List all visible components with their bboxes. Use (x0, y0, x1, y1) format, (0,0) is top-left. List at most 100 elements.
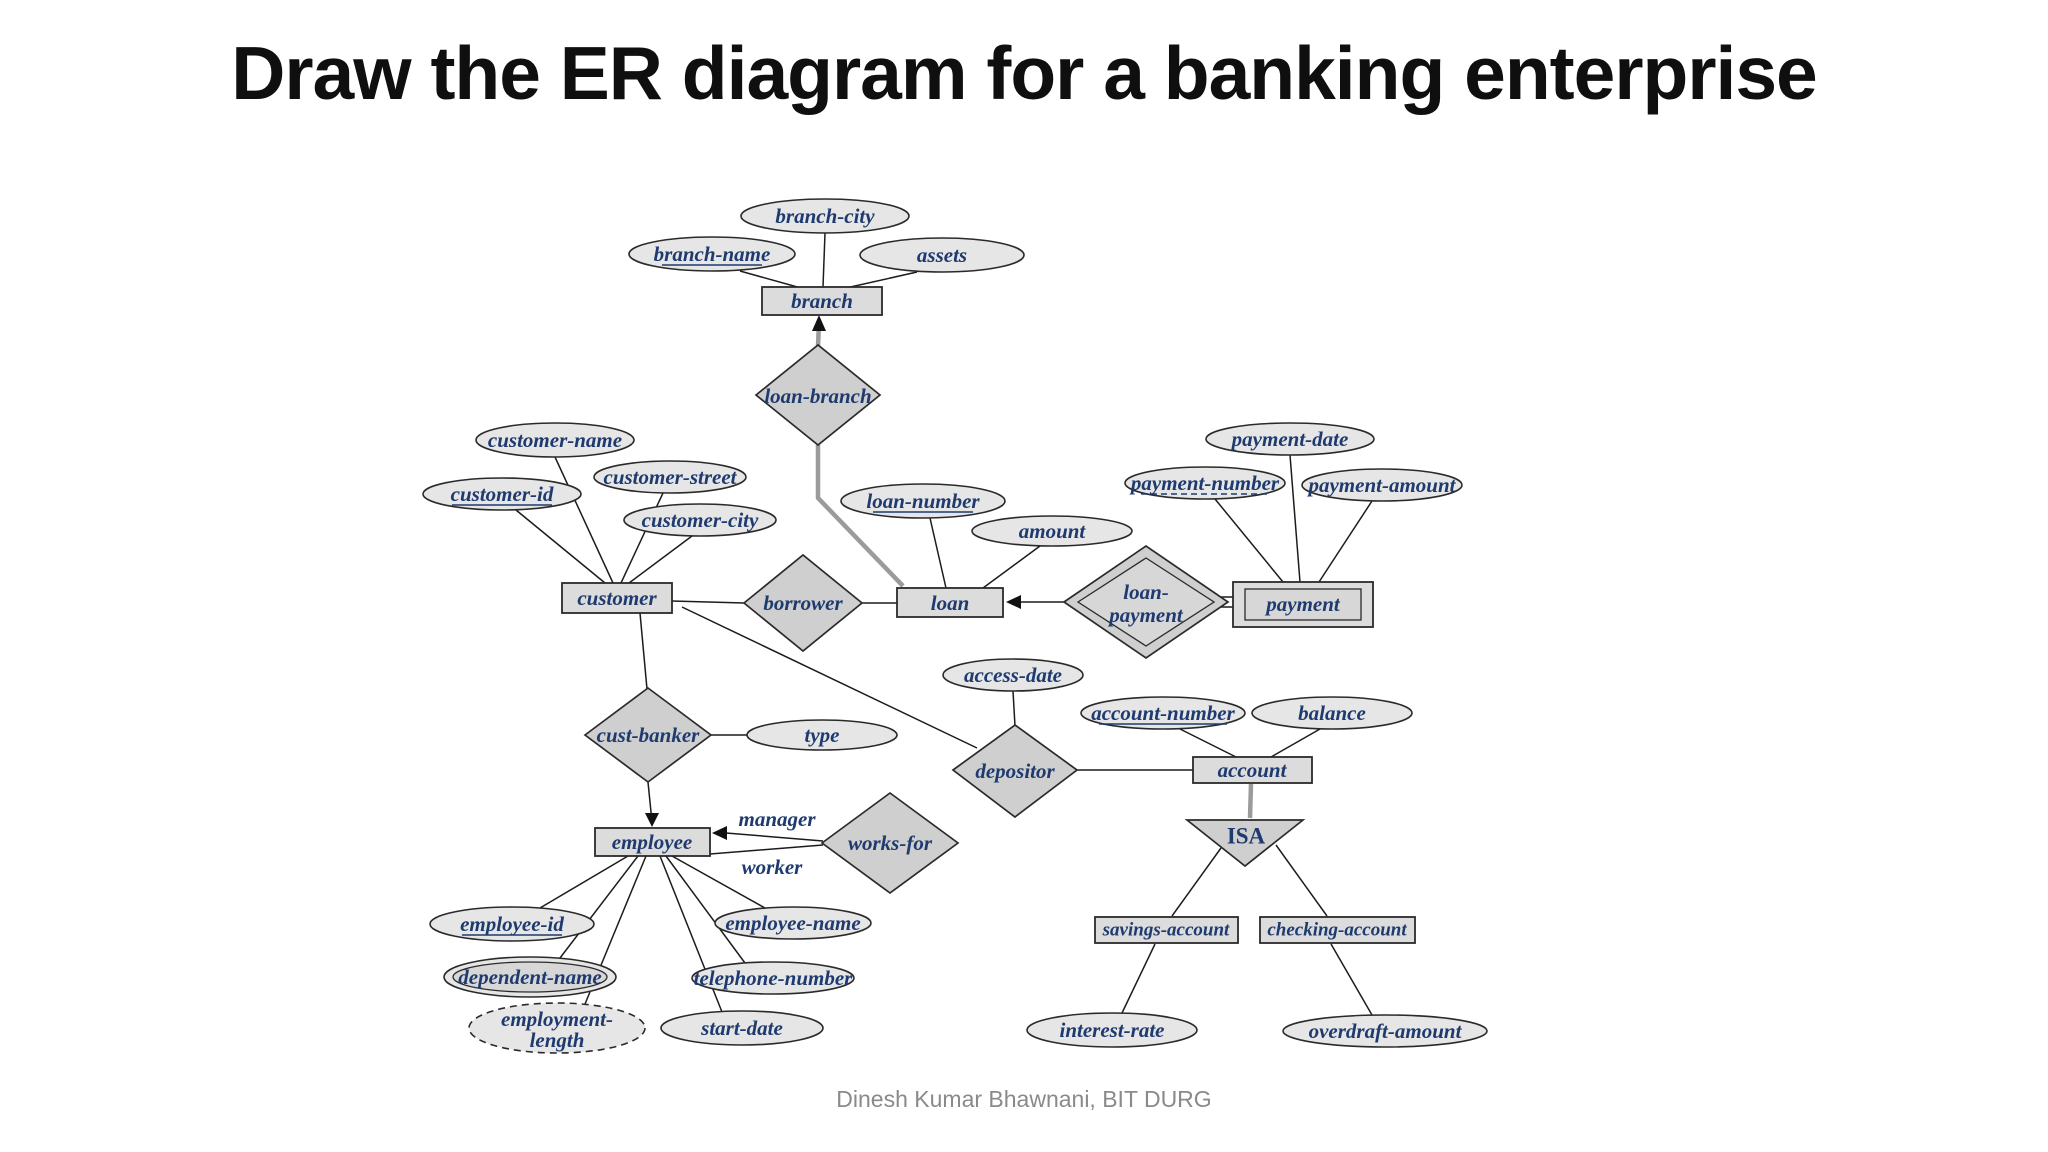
attribute-customer-city-label: customer-city (642, 508, 759, 532)
relationship-borrower-label: borrower (763, 591, 843, 615)
link-dependentname-employee (559, 855, 639, 959)
attribute-start-date (660, 1010, 824, 1046)
attribute-start-date-label: start-date (700, 1016, 783, 1040)
relationship-loan-payment-label-1: loan- (1123, 580, 1169, 604)
attribute-dependent-name-label: dependent-name (458, 965, 601, 989)
link-telephonenumber-employee (665, 855, 746, 964)
entity-customer (561, 582, 673, 614)
attribute-payment-number-label: payment-number (1129, 471, 1280, 495)
attribute-telephone-number-label: telephone-number (694, 966, 853, 990)
entity-loan (896, 587, 1004, 618)
link-accessdate-depositor (1012, 690, 1016, 727)
attribute-branch-city (740, 198, 910, 234)
attribute-balance (1251, 696, 1413, 730)
attribute-customer-street (593, 460, 747, 494)
attribute-balance-label: balance (1298, 701, 1366, 725)
relationship-loan-branch-label: loan-branch (764, 384, 871, 408)
entity-account-label: account (1218, 758, 1288, 782)
link-employeeid-employee (539, 855, 629, 909)
attribute-loan-number (840, 483, 1006, 519)
attribute-payment-date (1205, 422, 1375, 456)
attribute-access-date-label: access-date (964, 663, 1062, 687)
entity-checking-account-label: checking-account (1267, 920, 1407, 941)
relationship-works-for (820, 791, 960, 895)
link-amount-loan (982, 545, 1041, 589)
attribute-employee-name (714, 906, 872, 940)
attribute-account-number (1080, 696, 1246, 730)
relationship-loan-payment-label-2: payment (1107, 603, 1184, 627)
relationship-depositor-label: depositor (975, 759, 1055, 783)
link-account-isa (1247, 783, 1254, 819)
attribute-employee-id-label: employee-id (460, 912, 564, 936)
entity-employee (594, 827, 711, 857)
entity-account (1192, 756, 1313, 784)
attribute-telephone-number (691, 961, 855, 995)
relationship-borrower (742, 553, 864, 653)
link-checking-overdraft (1330, 943, 1373, 1016)
relationship-loan-payment-inner (1076, 557, 1216, 647)
attribute-customer-name-label: customer-name (488, 428, 622, 452)
attribute-branch-name (628, 236, 796, 272)
isa-triangle (1184, 819, 1306, 868)
link-customer-custbanker (639, 612, 648, 690)
link-paymentnumber-payment (1214, 498, 1284, 583)
link-isa-savings (1171, 847, 1222, 917)
attribute-account-number-label: account-number (1091, 701, 1235, 725)
isa-label: ISA (1227, 824, 1266, 849)
attribute-type-label: type (805, 723, 840, 747)
slide-footer: Dinesh Kumar Bhawnani, BIT DURG (836, 1086, 1212, 1112)
link-customername-customer (554, 456, 614, 584)
link-assets-branch (845, 271, 918, 289)
entity-savings-account (1094, 916, 1239, 944)
link-worksfor-worker (709, 844, 824, 855)
link-customercity-customer (628, 535, 693, 584)
link-worksfor-manager (725, 832, 824, 842)
link-isa-checking (1275, 844, 1328, 917)
entity-checking-account (1259, 916, 1416, 944)
arrow-into-employee-manager (712, 826, 727, 840)
relationship-loan-branch (754, 343, 882, 447)
attribute-assets-label: assets (917, 243, 967, 267)
attribute-type (746, 719, 898, 751)
link-accountnumber-account (1179, 728, 1237, 758)
link-customer-borrower (671, 600, 745, 604)
attribute-overdraft-amount (1282, 1014, 1488, 1048)
arrow-into-branch (812, 315, 826, 331)
link-loan-loanbranch (815, 445, 905, 588)
link-customer-depositor (681, 606, 978, 749)
attribute-overdraft-amount-label: overdraft-amount (1309, 1019, 1463, 1043)
attribute-employment-length-label-2: length (530, 1028, 585, 1052)
attribute-employment-length (468, 1002, 646, 1054)
link-customerid-customer (515, 509, 606, 584)
link-paymentamount-payment (1318, 500, 1373, 583)
slide-title: Draw the ER diagram for a banking enterp… (231, 31, 1818, 115)
attribute-interest-rate-label: interest-rate (1060, 1018, 1165, 1042)
attribute-amount (971, 515, 1133, 547)
link-savings-interestrate (1121, 943, 1156, 1014)
labels: branch-city branch-name assets branch lo… (451, 204, 1463, 1052)
relationship-cust-banker (583, 686, 713, 784)
attribute-payment-amount (1301, 468, 1463, 502)
attribute-amount-label: amount (1019, 519, 1087, 543)
entity-savings-account-label: savings-account (1102, 920, 1230, 941)
arrowheads (645, 315, 1021, 840)
link-branchname-branch (739, 270, 802, 289)
entity-branch (761, 286, 883, 316)
entity-customer-label: customer (577, 586, 657, 610)
attribute-interest-rate (1026, 1012, 1198, 1048)
entity-payment-label: payment (1264, 592, 1341, 616)
role-manager-label: manager (738, 807, 816, 831)
attribute-customer-street-label: customer-street (604, 465, 738, 489)
attribute-employee-id (429, 906, 595, 942)
attribute-employment-length-label-1: employment- (501, 1007, 613, 1031)
attribute-payment-number (1124, 466, 1286, 500)
link-employeename-employee (671, 855, 766, 909)
link-branchcity-branch (822, 232, 826, 288)
entity-branch-label: branch (791, 289, 853, 313)
attribute-loan-number-label: loan-number (866, 489, 980, 513)
attribute-access-date (942, 658, 1084, 692)
arrow-into-loan (1006, 595, 1021, 609)
attribute-customer-id-label: customer-id (451, 482, 554, 506)
